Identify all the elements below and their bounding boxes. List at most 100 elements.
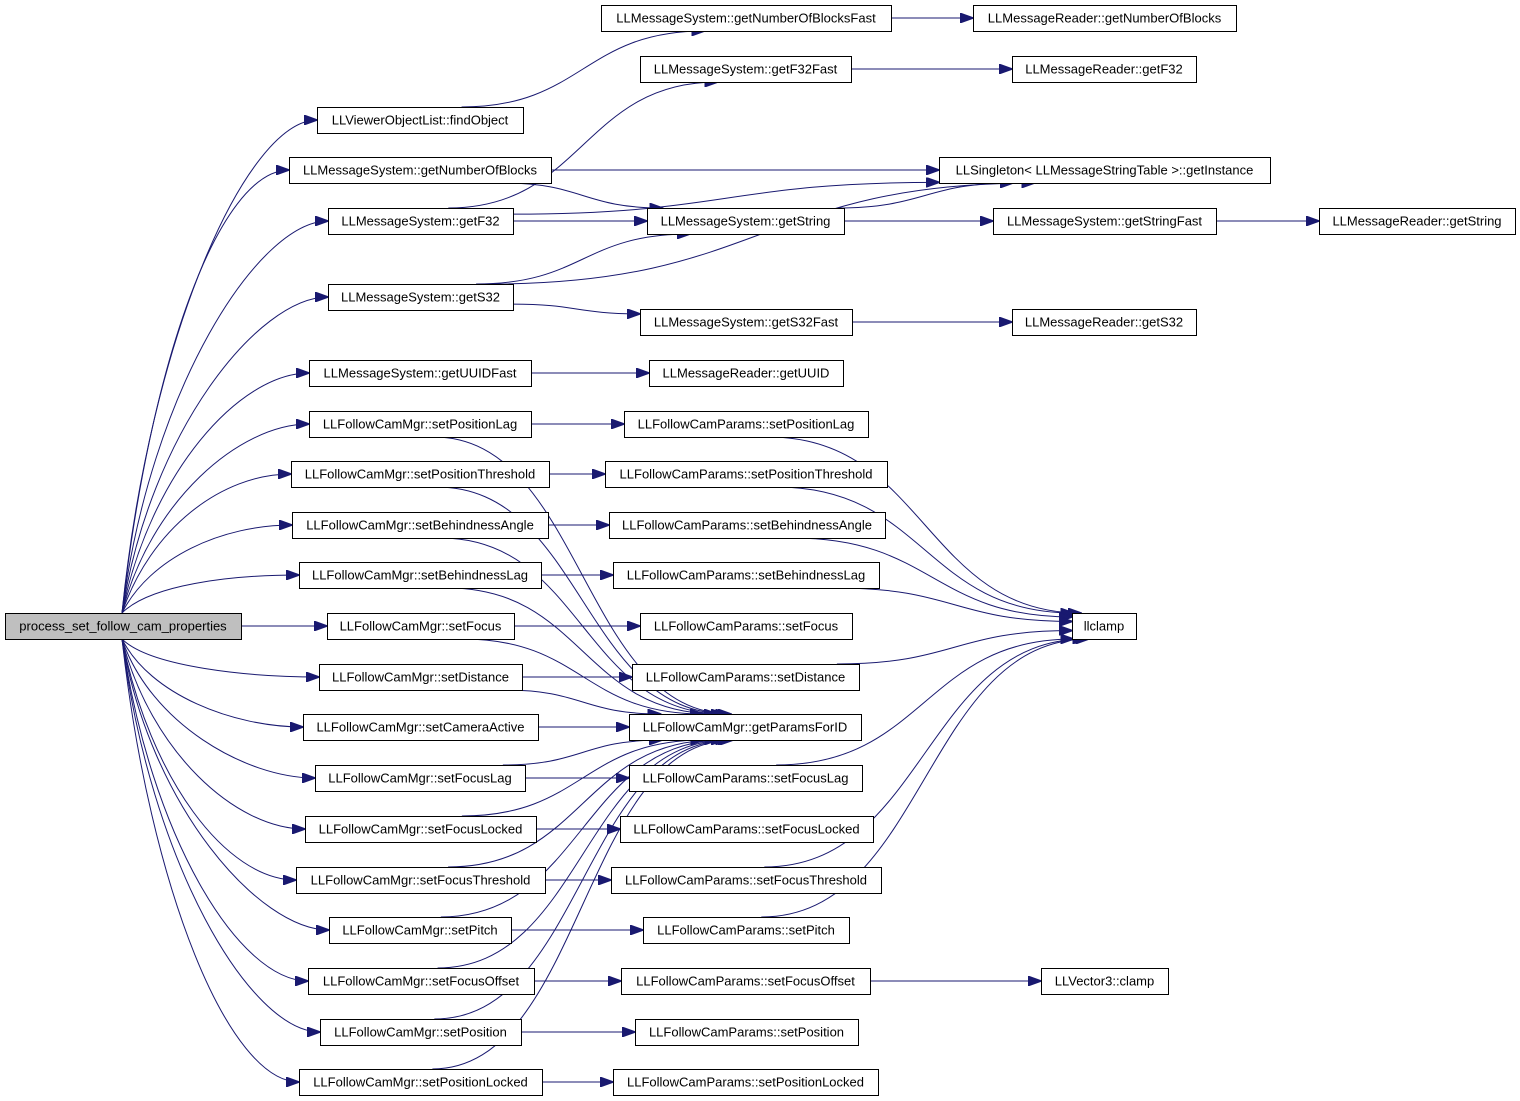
node-singleton-get-instance[interactable]: LLSingleton< LLMessageStringTable >::get…: [939, 157, 1271, 184]
node-label: LLMessageSystem::getNumberOfBlocksFast: [616, 11, 876, 26]
node-label: LLMessageReader::getF32: [1025, 62, 1183, 77]
node-mgr-set-pitch[interactable]: LLFollowCamMgr::setPitch: [329, 917, 512, 944]
node-mgr-set-behindness-angle[interactable]: LLFollowCamMgr::setBehindnessAngle: [292, 512, 549, 539]
node-box: [973, 5, 1237, 32]
node-get-f32[interactable]: LLMessageSystem::getF32: [328, 208, 514, 235]
node-mgr-set-position-lag[interactable]: LLFollowCamMgr::setPositionLag: [309, 411, 532, 438]
node-get-s32[interactable]: LLMessageSystem::getS32: [328, 284, 514, 311]
edge-root-to-mgr-set-focus-lag: [121, 638, 315, 778]
node-params-set-position-locked[interactable]: LLFollowCamParams::setPositionLocked: [613, 1069, 879, 1096]
node-box: [328, 208, 514, 235]
node-box: [5, 613, 242, 640]
node-params-set-distance[interactable]: LLFollowCamParams::setDistance: [632, 664, 860, 691]
node-mgr-set-focus-threshold[interactable]: LLFollowCamMgr::setFocusThreshold: [296, 867, 546, 894]
node-label: LLFollowCamParams::setFocus: [654, 619, 839, 634]
node-label: LLFollowCamMgr::setFocusOffset: [323, 974, 520, 989]
edge-get-f32-to-singleton-get-instance: [512, 182, 939, 215]
node-mgr-set-focus-lag[interactable]: LLFollowCamMgr::setFocusLag: [315, 765, 526, 792]
node-box: [309, 411, 532, 438]
node-label: LLFollowCamParams::setFocusLag: [643, 771, 849, 786]
edge-params-set-behindness-lag-to-llclamp: [837, 587, 1072, 621]
node-box: [1012, 56, 1197, 83]
node-mgr-set-focus-offset[interactable]: LLFollowCamMgr::setFocusOffset: [308, 968, 535, 995]
edge-params-set-pitch-to-llclamp: [761, 639, 1088, 918]
node-label: LLMessageSystem::getString: [661, 214, 831, 229]
node-get-number-of-blocks-fast[interactable]: LLMessageSystem::getNumberOfBlocksFast: [601, 5, 892, 32]
node-mgr-set-focus-locked[interactable]: LLFollowCamMgr::setFocusLocked: [305, 816, 537, 843]
edge-root-to-mgr-set-focus-offset: [121, 638, 308, 981]
edge-mgr-set-position-locked-to-get-params-for-id: [432, 740, 733, 1070]
node-box: [292, 512, 549, 539]
node-reader-get-string[interactable]: LLMessageReader::getString: [1319, 208, 1516, 235]
node-get-number-of-blocks[interactable]: LLMessageSystem::getNumberOfBlocks: [289, 157, 552, 184]
node-label: LLFollowCamParams::setPositionThreshold: [620, 467, 873, 482]
node-box: [299, 562, 542, 589]
edge-mgr-set-distance-to-get-params-for-id: [504, 689, 661, 714]
node-mgr-set-position-locked[interactable]: LLFollowCamMgr::setPositionLocked: [299, 1069, 543, 1096]
node-label: LLMessageReader::getUUID: [663, 366, 830, 381]
node-box: [291, 461, 550, 488]
node-params-set-position-lag[interactable]: LLFollowCamParams::setPositionLag: [624, 411, 869, 438]
node-get-f32-fast[interactable]: LLMessageSystem::getF32Fast: [640, 56, 852, 83]
node-params-set-behindness-angle[interactable]: LLFollowCamParams::setBehindnessAngle: [609, 512, 886, 539]
node-reader-get-f32[interactable]: LLMessageReader::getF32: [1012, 56, 1197, 83]
node-label: LLFollowCamParams::setPosition: [649, 1025, 844, 1040]
node-vector-clamp[interactable]: LLVector3::clamp: [1041, 968, 1169, 995]
edge-mgr-set-position-threshold-to-get-params-for-id: [436, 486, 729, 714]
node-label: LLFollowCamMgr::getParamsForID: [643, 720, 847, 735]
node-mgr-set-behindness-lag[interactable]: LLFollowCamMgr::setBehindnessLag: [299, 562, 542, 589]
node-params-set-pitch[interactable]: LLFollowCamParams::setPitch: [643, 917, 850, 944]
node-mgr-set-focus[interactable]: LLFollowCamMgr::setFocus: [327, 613, 515, 640]
node-params-set-position[interactable]: LLFollowCamParams::setPosition: [635, 1019, 859, 1046]
node-label: LLFollowCamParams::setPositionLag: [638, 417, 855, 432]
node-params-set-focus-offset[interactable]: LLFollowCamParams::setFocusOffset: [621, 968, 871, 995]
node-reader-get-number-of-blocks[interactable]: LLMessageReader::getNumberOfBlocks: [973, 5, 1237, 32]
node-box: [629, 765, 863, 792]
node-label: LLViewerObjectList::findObject: [332, 113, 509, 128]
node-label: process_set_follow_cam_properties: [19, 619, 227, 634]
node-label: LLMessageSystem::getNumberOfBlocks: [303, 163, 538, 178]
node-root[interactable]: process_set_follow_cam_properties: [5, 613, 242, 640]
node-get-string-fast[interactable]: LLMessageSystem::getStringFast: [993, 208, 1217, 235]
node-get-string[interactable]: LLMessageSystem::getString: [647, 208, 845, 235]
node-box: [1041, 968, 1169, 995]
node-label: LLFollowCamMgr::setPitch: [342, 923, 497, 938]
node-params-set-focus-lag[interactable]: LLFollowCamParams::setFocusLag: [629, 765, 863, 792]
node-label: LLMessageReader::getNumberOfBlocks: [988, 11, 1222, 26]
node-params-set-behindness-lag[interactable]: LLFollowCamParams::setBehindnessLag: [613, 562, 880, 589]
node-params-set-focus[interactable]: LLFollowCamParams::setFocus: [640, 613, 853, 640]
node-get-params-for-id[interactable]: LLFollowCamMgr::getParamsForID: [629, 714, 862, 741]
node-params-set-focus-threshold[interactable]: LLFollowCamParams::setFocusThreshold: [611, 867, 882, 894]
node-mgr-set-camera-active[interactable]: LLFollowCamMgr::setCameraActive: [303, 714, 539, 741]
node-params-set-focus-locked[interactable]: LLFollowCamParams::setFocusLocked: [620, 816, 874, 843]
node-find-object[interactable]: LLViewerObjectList::findObject: [317, 107, 524, 134]
node-box: [305, 816, 537, 843]
edge-mgr-set-focus-offset-to-get-params-for-id: [437, 740, 729, 969]
node-reader-get-uuid[interactable]: LLMessageReader::getUUID: [649, 360, 844, 387]
node-params-set-position-threshold[interactable]: LLFollowCamParams::setPositionThreshold: [605, 461, 888, 488]
node-label: LLMessageSystem::getS32Fast: [654, 315, 839, 330]
node-box: [620, 816, 874, 843]
node-label: LLMessageSystem::getStringFast: [1007, 214, 1202, 229]
node-box: [327, 613, 515, 640]
node-box: [289, 157, 552, 184]
node-box: [609, 512, 886, 539]
edge-params-set-focus-lag-to-llclamp: [776, 639, 1073, 766]
node-box: [640, 309, 853, 336]
node-mgr-set-distance[interactable]: LLFollowCamMgr::setDistance: [319, 664, 523, 691]
edge-params-set-distance-to-llclamp: [836, 631, 1072, 665]
node-label: LLMessageSystem::getUUIDFast: [324, 366, 517, 381]
node-llclamp[interactable]: llclamp: [1072, 613, 1137, 640]
node-box: [320, 1019, 522, 1046]
node-reader-get-s32[interactable]: LLMessageReader::getS32: [1012, 309, 1197, 336]
node-label: LLSingleton< LLMessageStringTable >::get…: [956, 163, 1254, 178]
edges-layer: [121, 18, 1319, 1082]
node-box: [632, 664, 860, 691]
node-get-s32-fast[interactable]: LLMessageSystem::getS32Fast: [640, 309, 853, 336]
node-get-uuidfast[interactable]: LLMessageSystem::getUUIDFast: [309, 360, 532, 387]
node-box: [640, 613, 853, 640]
node-mgr-set-position-threshold[interactable]: LLFollowCamMgr::setPositionThreshold: [291, 461, 550, 488]
edge-root-to-mgr-set-position-lag: [121, 424, 309, 614]
node-label: LLFollowCamParams::setBehindnessLag: [627, 568, 865, 583]
node-mgr-set-position[interactable]: LLFollowCamMgr::setPosition: [320, 1019, 522, 1046]
